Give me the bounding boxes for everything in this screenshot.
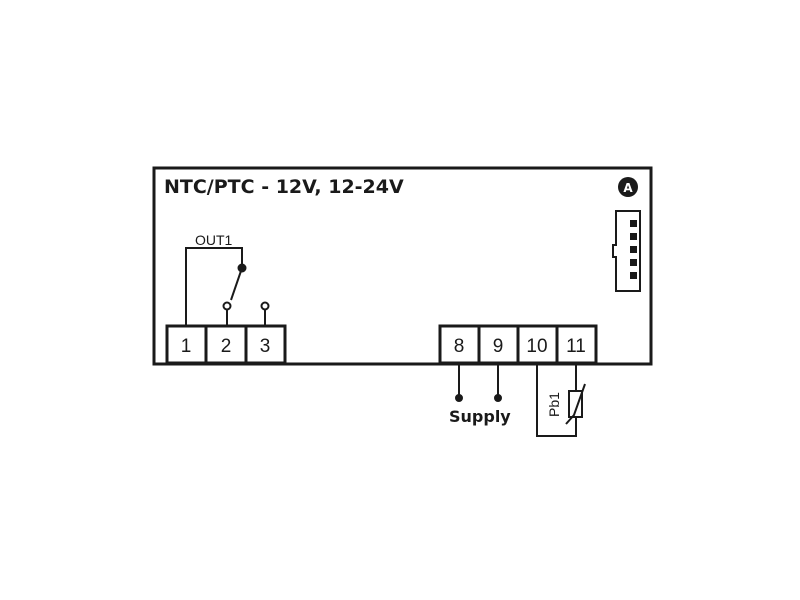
terminal-2: 2 — [221, 336, 232, 357]
terminal-1: 1 — [181, 336, 192, 357]
supply-label: Supply — [449, 407, 511, 426]
terminal-9: 9 — [493, 336, 504, 357]
terminal-block-left — [165, 324, 287, 365]
diagram-title: NTC/PTC - 12V, 12-24V — [164, 176, 404, 198]
relay-label: OUT1 — [195, 232, 233, 248]
terminal-10: 10 — [526, 336, 547, 357]
connector-icon — [612, 210, 641, 292]
relay-switch — [185, 247, 270, 326]
thermistor-icon — [565, 383, 586, 425]
probe-label: Pb1 — [546, 392, 562, 417]
terminal-3: 3 — [260, 336, 271, 357]
badge-label: A — [623, 181, 633, 195]
terminal-8: 8 — [454, 336, 465, 357]
supply-leads — [455, 363, 502, 402]
terminal-11: 11 — [566, 336, 586, 357]
badge-a: A — [618, 177, 638, 197]
